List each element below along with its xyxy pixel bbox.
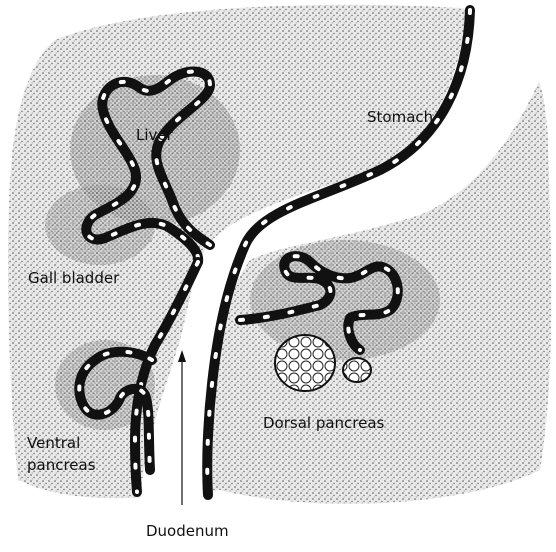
label-dorsal-pancreas: Dorsal pancreas	[263, 414, 385, 432]
dorsal-pancreas-acinus-large	[275, 335, 335, 391]
dorsal-pancreas-halo	[250, 240, 440, 360]
label-gall-bladder: Gall bladder	[28, 269, 120, 287]
label-ventral-pancreas-line1: Ventral	[27, 434, 80, 452]
label-liver: Liver	[136, 126, 174, 144]
dorsal-pancreas-acinus-small	[343, 358, 371, 382]
label-duodenum: Duodenum	[146, 522, 229, 540]
label-stomach: Stomach	[367, 108, 433, 126]
label-ventral-pancreas-line2: pancreas	[27, 456, 96, 474]
